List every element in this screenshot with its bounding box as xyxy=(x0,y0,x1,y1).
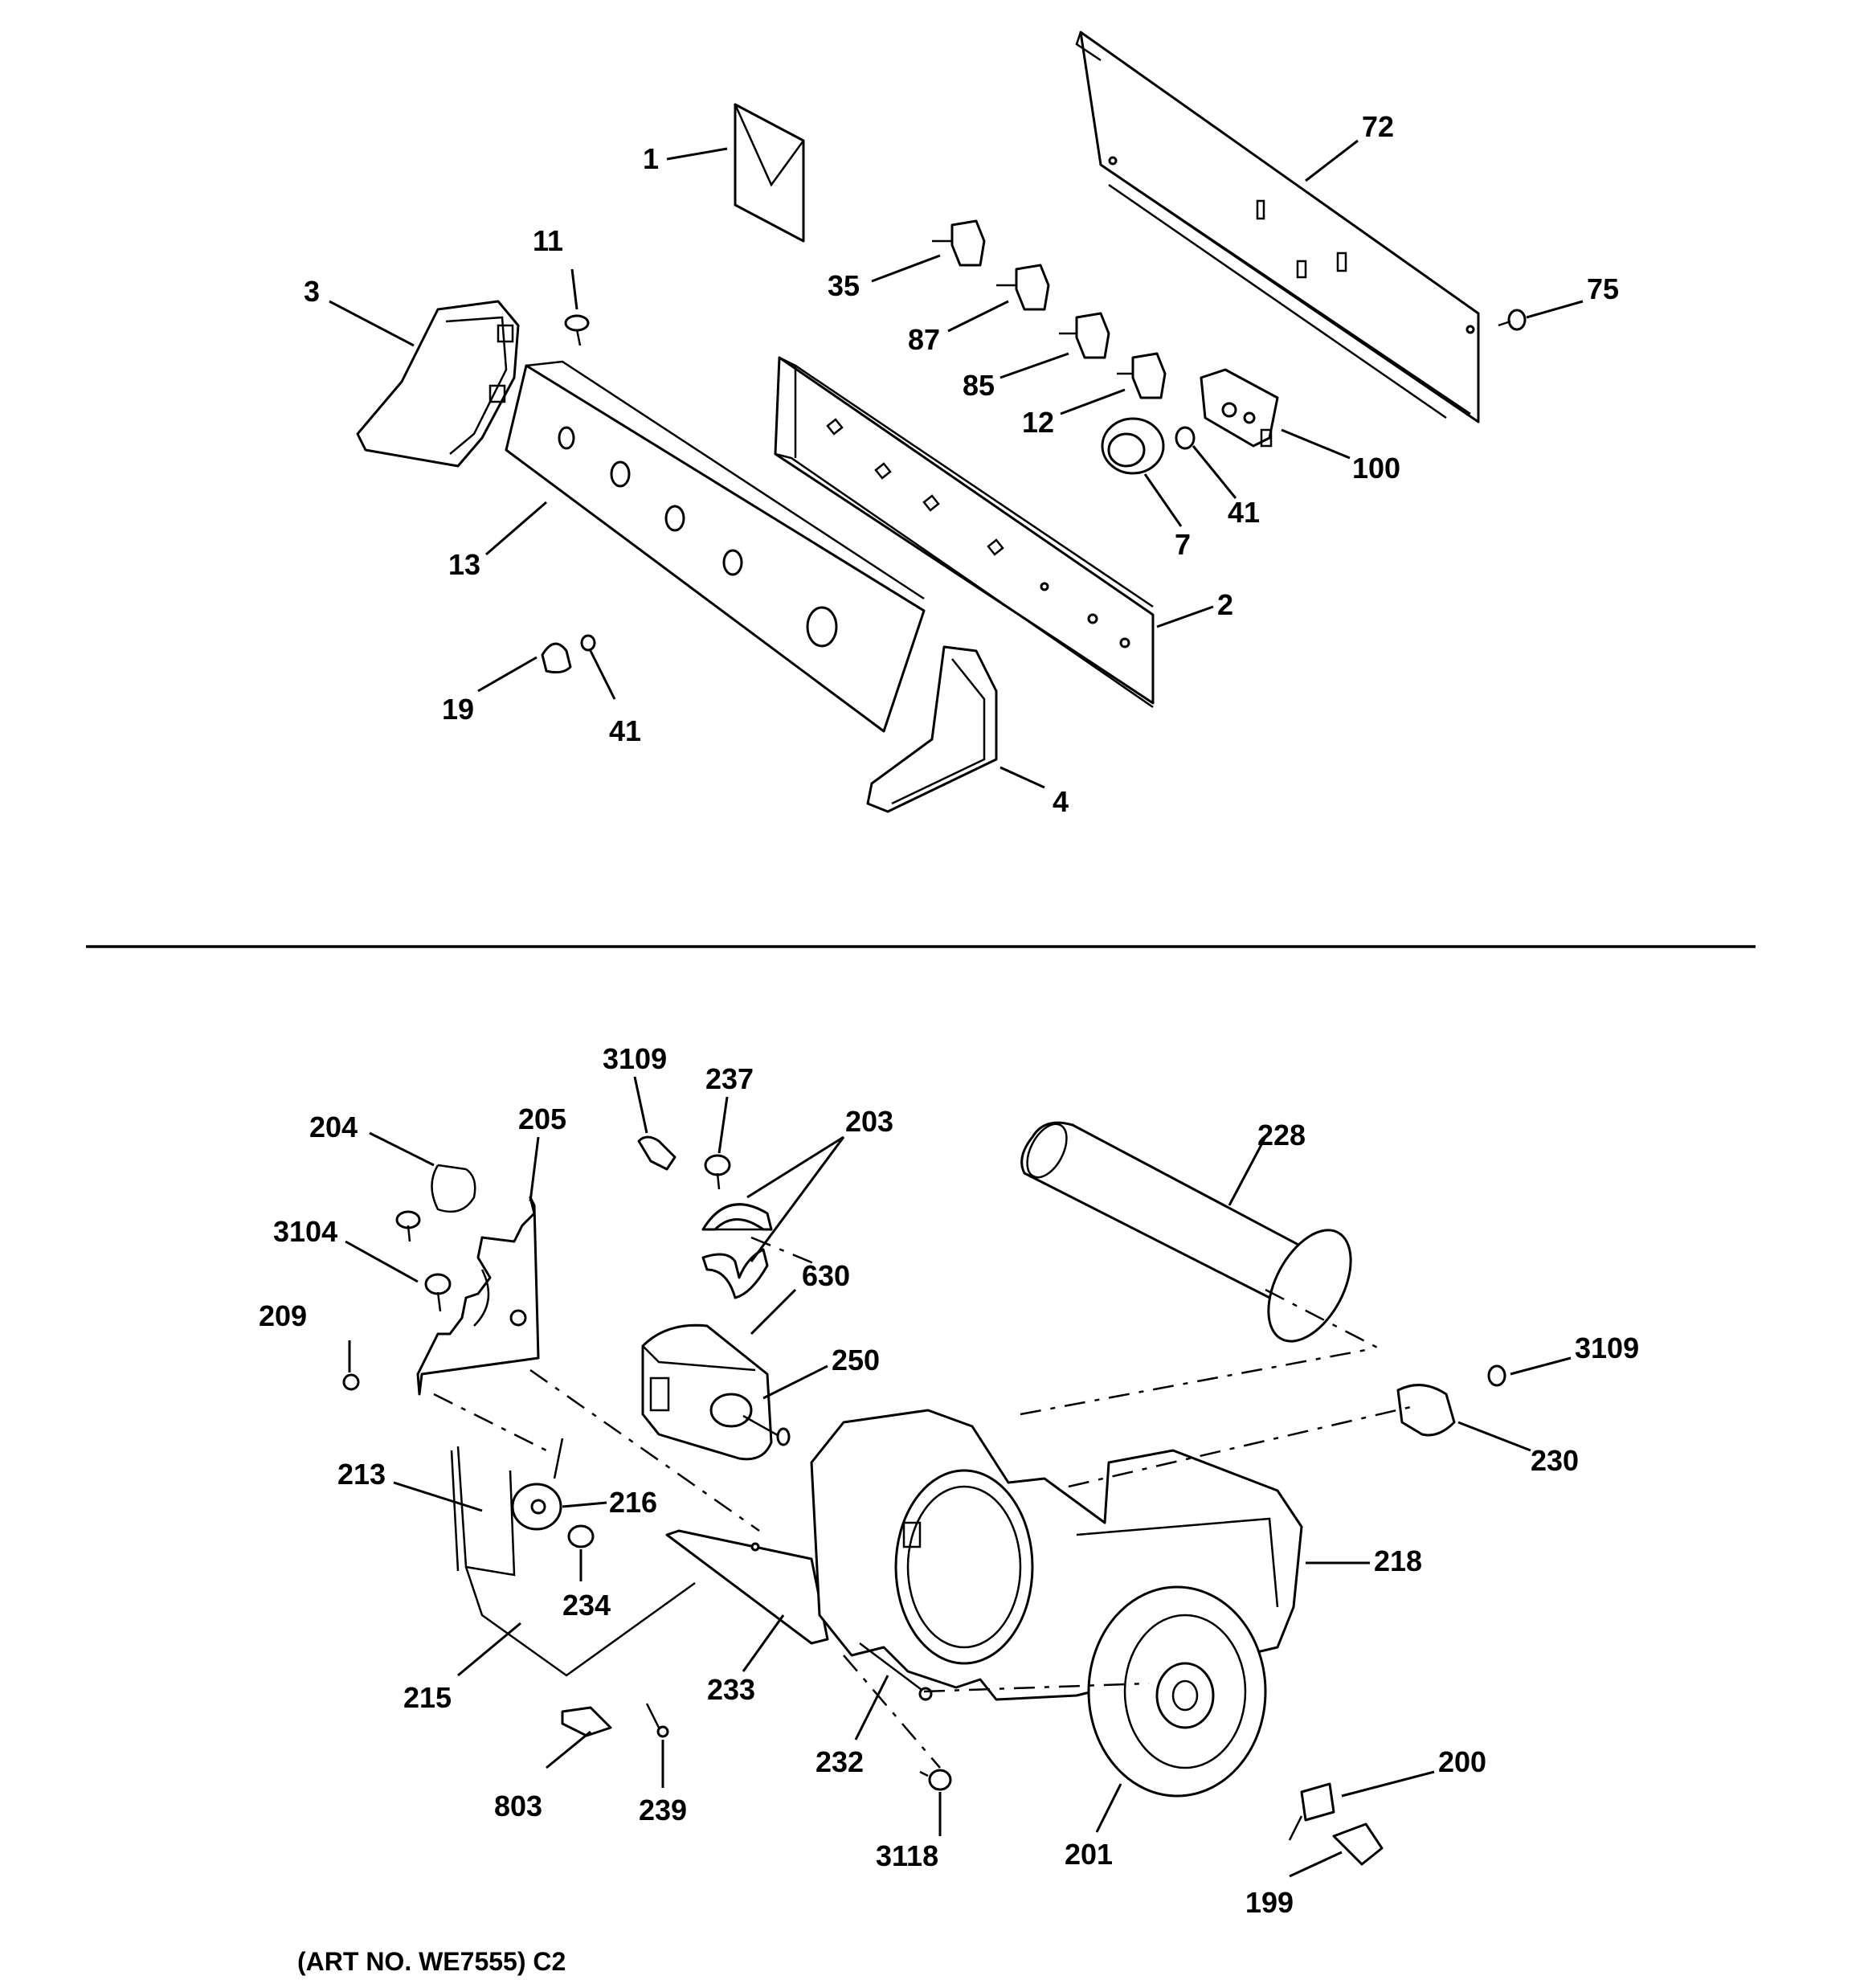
callout-200: 200 xyxy=(1438,1745,1486,1778)
callout-11: 11 xyxy=(533,224,563,257)
part-250-motor-shaft xyxy=(742,1414,791,1446)
callout-237: 237 xyxy=(705,1062,754,1095)
part-13-control-panel xyxy=(505,360,926,733)
callout-199: 199 xyxy=(1245,1886,1294,1919)
part-75-screw xyxy=(1498,309,1527,331)
callout-labels-top: 1 72 11 3 35 75 87 85 12 100 41 7 13 2 1… xyxy=(304,110,1619,818)
callout-250: 250 xyxy=(832,1344,880,1376)
callout-216: 216 xyxy=(609,1486,657,1519)
callout-213: 213 xyxy=(337,1458,386,1491)
part-213-idler-arm xyxy=(450,1446,516,1577)
callout-205: 205 xyxy=(518,1102,566,1135)
callout-803: 803 xyxy=(494,1790,542,1822)
part-630-motor xyxy=(641,1323,773,1461)
part-1-envelope xyxy=(734,103,805,243)
callout-100: 100 xyxy=(1352,452,1400,485)
part-234-bolt xyxy=(567,1524,595,1548)
part-204-clip xyxy=(431,1164,476,1213)
part-200-bracket xyxy=(1288,1782,1335,1841)
part-72-rear-panel xyxy=(1075,31,1480,423)
callout-3104: 3104 xyxy=(273,1215,337,1248)
callout-75: 75 xyxy=(1587,272,1619,305)
callout-1: 1 xyxy=(643,142,659,175)
callout-232: 232 xyxy=(816,1745,864,1778)
callout-2: 2 xyxy=(1217,588,1233,621)
callout-239: 239 xyxy=(639,1794,687,1826)
art-number: (ART NO. WE7555) C2 xyxy=(297,1947,566,1976)
callout-228: 228 xyxy=(1257,1119,1306,1151)
part-11-screw xyxy=(564,314,590,346)
part-205-motor-mount-plate xyxy=(416,1196,540,1396)
callout-19: 19 xyxy=(442,693,474,726)
callout-3109-right: 3109 xyxy=(1575,1331,1639,1364)
part-3118-screw xyxy=(919,1769,952,1791)
part-4-right-end-cap xyxy=(866,645,998,813)
callout-labels-bottom: 3109 237 203 204 205 228 3104 630 209 25… xyxy=(259,1042,1639,1919)
callout-12: 12 xyxy=(1022,406,1054,439)
part-41-spring-lower xyxy=(580,634,596,652)
part-803-switch xyxy=(561,1706,612,1737)
part-201-blower-wheel xyxy=(1087,1585,1267,1798)
callout-218: 218 xyxy=(1374,1544,1422,1577)
part-41-spring-top xyxy=(1175,426,1196,450)
callout-87: 87 xyxy=(908,323,940,356)
part-7-knob xyxy=(1101,417,1165,475)
part-2-mounting-bracket xyxy=(774,356,1155,709)
callout-3: 3 xyxy=(304,275,320,308)
leader-lines-top xyxy=(329,139,1584,789)
callout-4: 4 xyxy=(1053,785,1069,818)
callout-230: 230 xyxy=(1531,1444,1579,1477)
callout-85: 85 xyxy=(963,369,995,402)
part-237-screw xyxy=(704,1154,731,1190)
callout-3118: 3118 xyxy=(876,1839,938,1872)
part-3109-screw-right xyxy=(1487,1364,1506,1387)
callout-41-lower: 41 xyxy=(609,714,641,747)
part-203-clamp-upper xyxy=(701,1203,773,1231)
callout-7: 7 xyxy=(1175,528,1191,561)
part-12-switch-clip xyxy=(1117,352,1167,399)
part-3-left-end-cap xyxy=(356,300,520,468)
part-209-nut xyxy=(342,1373,360,1391)
part-239-screw xyxy=(645,1703,669,1738)
callout-203: 203 xyxy=(845,1105,893,1138)
part-230-hub xyxy=(1396,1384,1456,1437)
leader-lines-bottom xyxy=(345,1076,1572,1878)
part-233-motor-base xyxy=(665,1529,829,1645)
part-3109-screw-upper xyxy=(637,1135,677,1171)
part-87-switch-clip xyxy=(996,264,1050,311)
part-203-clamp-lower xyxy=(701,1248,769,1299)
callout-35: 35 xyxy=(828,269,860,302)
callout-72: 72 xyxy=(1362,110,1394,143)
part-216-idler-pulley xyxy=(511,1438,564,1531)
callout-13: 13 xyxy=(448,548,480,581)
part-228-exhaust-duct xyxy=(1020,1121,1352,1343)
callout-234: 234 xyxy=(562,1589,611,1622)
callout-204: 204 xyxy=(309,1111,358,1143)
part-19-knob xyxy=(541,642,572,674)
callout-3109-upper: 3109 xyxy=(603,1042,667,1075)
part-199-thermostat xyxy=(1332,1822,1384,1866)
part-215-rod xyxy=(464,1566,696,1677)
part-3104-screw-lower xyxy=(424,1273,452,1312)
part-3104-screw-upper xyxy=(395,1210,421,1242)
part-100-timer xyxy=(1200,368,1279,448)
callout-215: 215 xyxy=(403,1681,452,1714)
callout-201: 201 xyxy=(1065,1838,1113,1871)
part-35-switch-clip xyxy=(932,219,986,267)
callout-41-top: 41 xyxy=(1228,496,1260,529)
callout-630: 630 xyxy=(802,1259,850,1292)
part-85-switch-clip xyxy=(1059,312,1110,359)
callout-209: 209 xyxy=(259,1299,307,1332)
assembly-lines xyxy=(433,1236,1415,1769)
callout-233: 233 xyxy=(707,1673,755,1706)
